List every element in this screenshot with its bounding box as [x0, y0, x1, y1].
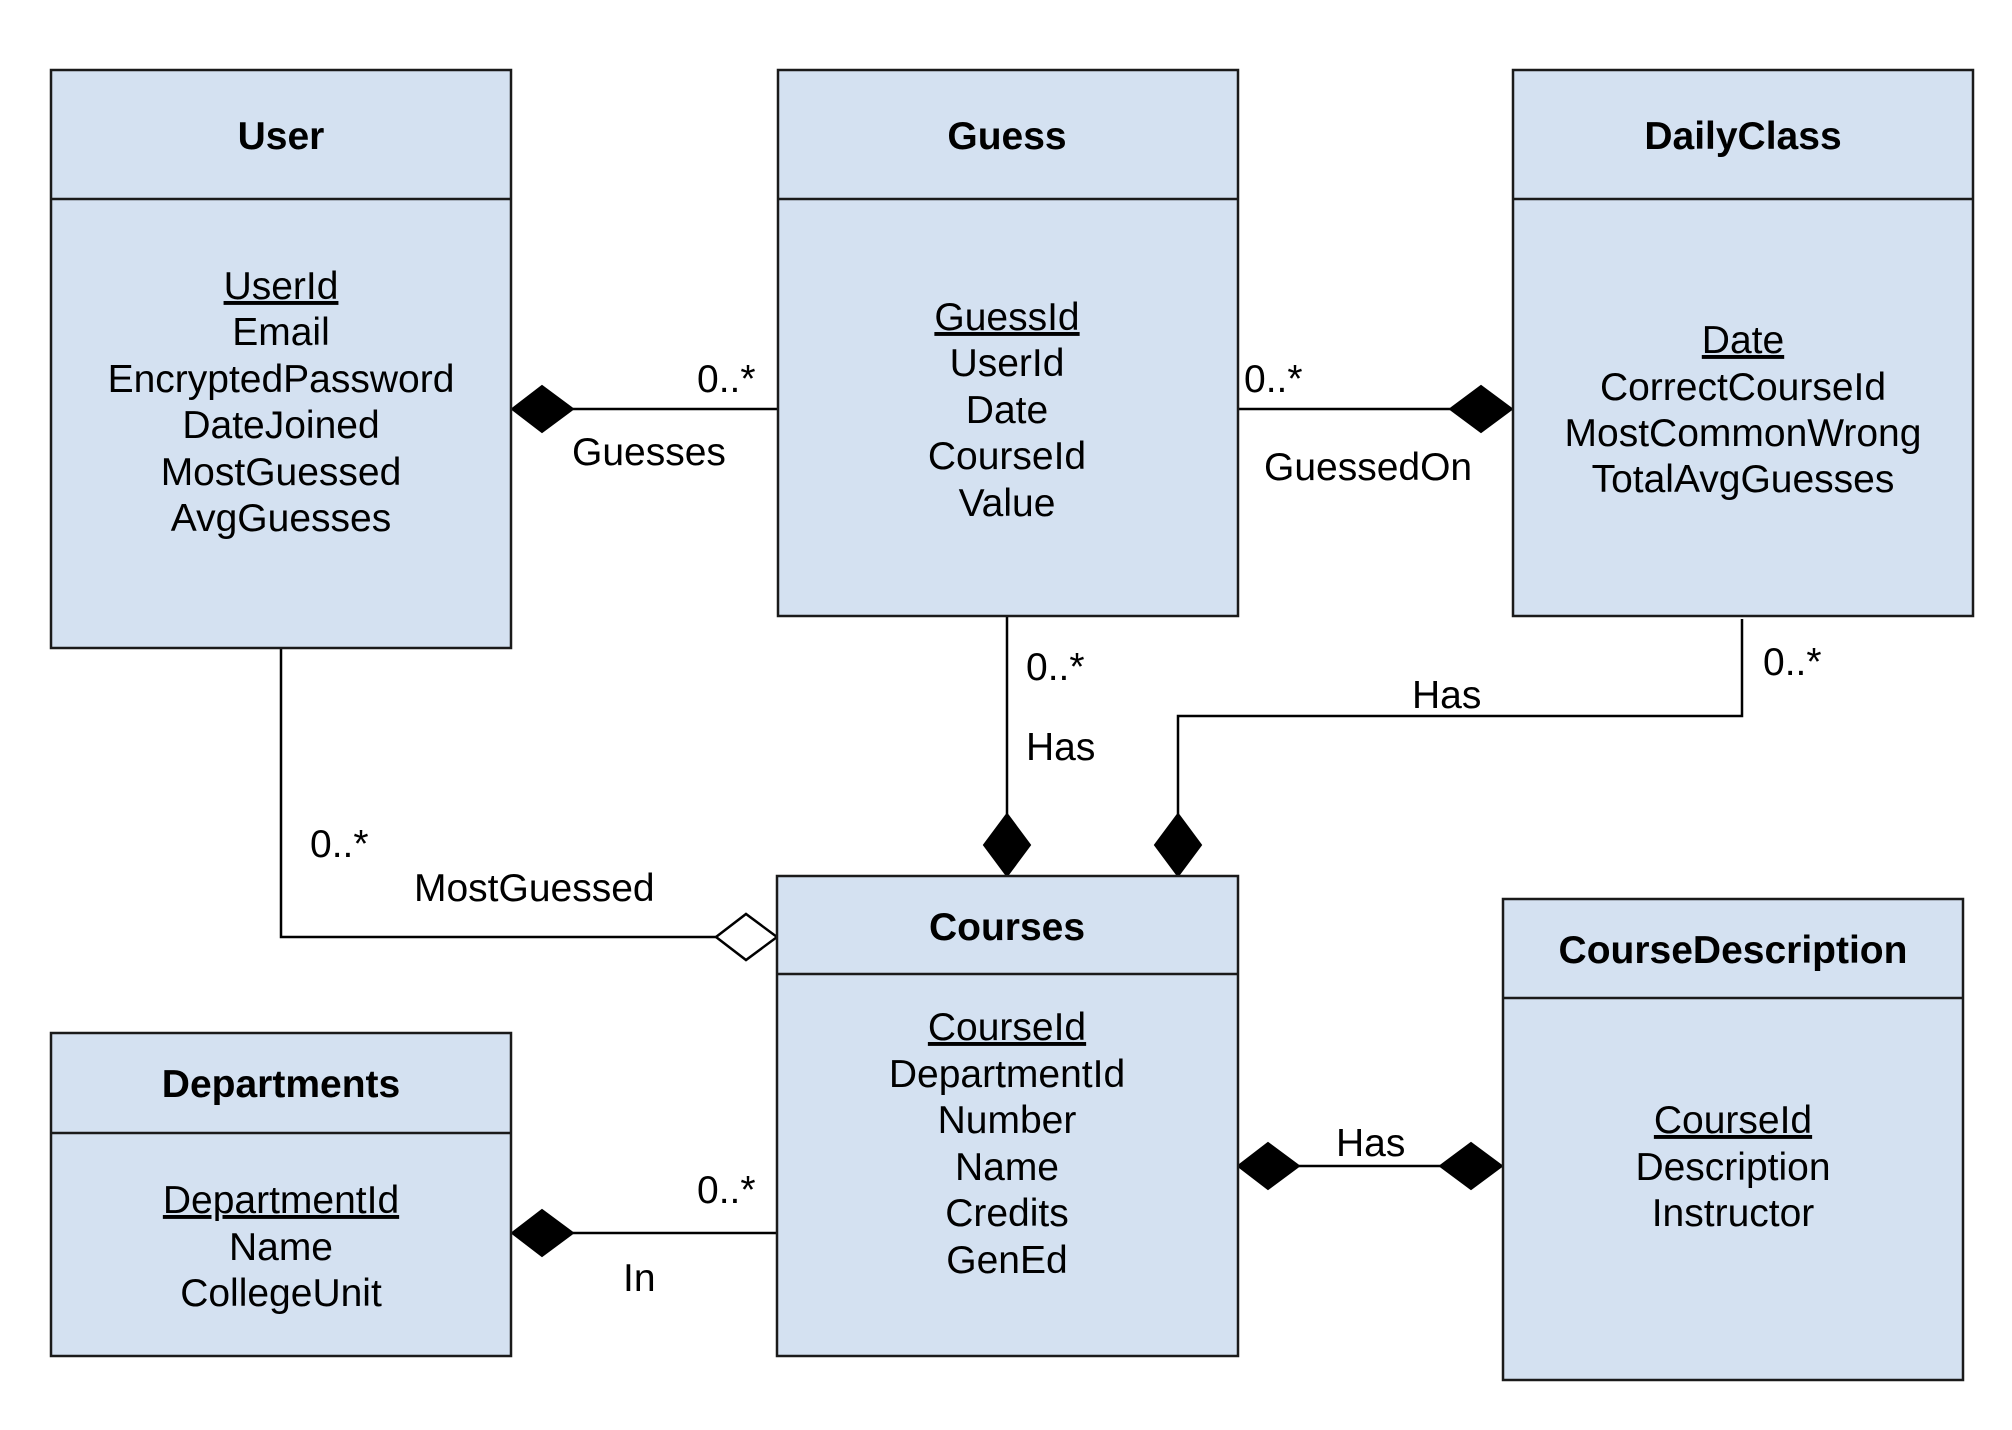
edge-line [279, 649, 716, 939]
attribute: Instructor [1652, 1192, 1815, 1235]
attribute: CorrectCourseId [1600, 366, 1886, 409]
attribute: Value [959, 482, 1056, 525]
entity-title: Courses [929, 906, 1085, 949]
attribute: Name [955, 1146, 1059, 1189]
attribute: AvgGuesses [171, 497, 391, 540]
relationship-desc-has [1236, 1141, 1504, 1191]
attribute: Name [229, 1226, 333, 1269]
open-diamond-marker [713, 912, 780, 962]
entity-box [1501, 897, 1965, 1382]
attribute: Credits [945, 1192, 1069, 1235]
entity-box [775, 874, 1240, 1358]
attribute: GenEd [946, 1239, 1067, 1282]
relationship-guess-has [982, 617, 1032, 878]
attribute: DateJoined [182, 404, 379, 447]
attribute: Email [232, 311, 330, 354]
filled-diamond-marker [1153, 812, 1203, 878]
relationship-daily-has [1153, 619, 1744, 878]
primary-key: DepartmentId [163, 1179, 399, 1222]
multiplicity-in: 0..* [697, 1169, 756, 1212]
relationship-label-guessedon: GuessedOn [1264, 446, 1472, 489]
relationship-label-guess-has: Has [1026, 726, 1095, 769]
entity-title: CourseDescription [1559, 929, 1908, 972]
entity-coursedescription: CourseDescription CourseId Description I… [1501, 897, 1965, 1382]
entity-box [776, 68, 1240, 618]
relationship-label-mostguessed: MostGuessed [414, 867, 655, 910]
filled-diamond-marker [1236, 1141, 1301, 1191]
relationship-in [510, 1208, 777, 1258]
attribute: EncryptedPassword [108, 358, 455, 401]
entity-title: User [238, 115, 325, 158]
attribute: Number [938, 1099, 1077, 1142]
multiplicity-daily-has: 0..* [1763, 641, 1822, 684]
filled-diamond-marker [510, 384, 575, 434]
multiplicity-guessedon: 0..* [1244, 358, 1303, 401]
relationship-label-guesses: Guesses [572, 431, 726, 474]
multiplicity-mostguessed: 0..* [310, 823, 369, 866]
filled-diamond-marker [1438, 1141, 1504, 1191]
primary-key: CourseId [1654, 1099, 1812, 1142]
entity-user: User UserId Email EncryptedPassword Date… [49, 68, 513, 650]
relationship-guesses [510, 384, 778, 434]
entity-box [49, 68, 513, 650]
attribute: MostGuessed [161, 451, 402, 494]
attribute: Description [1635, 1146, 1830, 1189]
entity-courses: Courses CourseId DepartmentId Number Nam… [775, 874, 1240, 1358]
attribute: Date [966, 389, 1048, 432]
primary-key: Date [1702, 319, 1784, 362]
multiplicity-guesses: 0..* [697, 358, 756, 401]
attribute: MostCommonWrong [1565, 412, 1922, 455]
relationship-label-daily-has: Has [1412, 674, 1481, 717]
filled-diamond-marker [982, 812, 1032, 878]
attribute: CourseId [928, 435, 1086, 478]
entity-title: Departments [162, 1063, 400, 1106]
entity-box [49, 1031, 513, 1358]
attribute: UserId [950, 342, 1065, 385]
filled-diamond-marker [1448, 384, 1514, 434]
filled-diamond-marker [510, 1208, 575, 1258]
relationship-label-desc-has: Has [1336, 1122, 1405, 1165]
attribute: CollegeUnit [180, 1272, 382, 1315]
relationship-label-in: In [623, 1257, 656, 1300]
edge-line [1176, 619, 1744, 814]
relationship-mostguessed [279, 649, 780, 962]
entity-departments: Departments DepartmentId Name CollegeUni… [49, 1031, 513, 1358]
multiplicity-guess-has: 0..* [1026, 646, 1085, 689]
entity-title: Guess [947, 115, 1066, 158]
primary-key: CourseId [928, 1006, 1086, 1049]
attribute: DepartmentId [889, 1053, 1125, 1096]
entity-dailyclass: DailyClass Date CorrectCourseId MostComm… [1511, 68, 1975, 618]
entity-box [1511, 68, 1975, 618]
entity-guess: Guess GuessId UserId Date CourseId Value [776, 68, 1240, 618]
primary-key: GuessId [934, 296, 1079, 339]
attribute: TotalAvgGuesses [1592, 458, 1895, 501]
entity-title: DailyClass [1644, 115, 1841, 158]
primary-key: UserId [224, 265, 339, 308]
